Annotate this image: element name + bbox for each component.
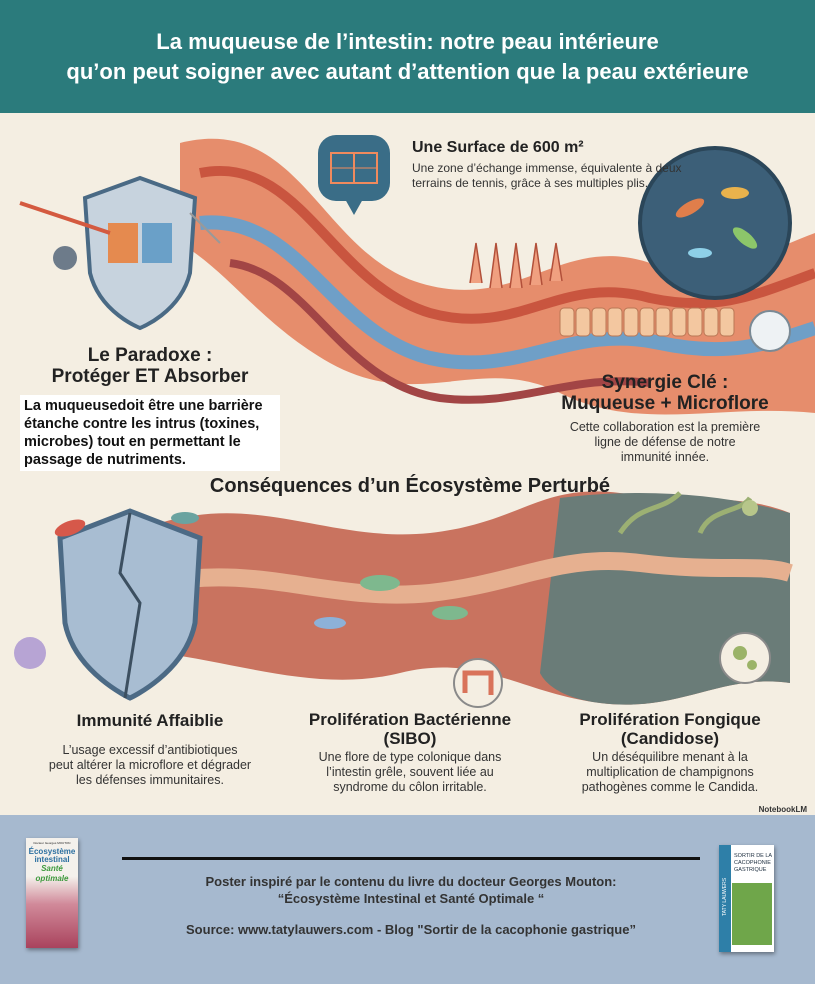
shield-puzzle-icon — [19, 175, 221, 331]
paradoxe-desc-2: étanche contre les intrus (toxines, — [24, 416, 260, 432]
notebooklm-watermark: NotebookLM — [758, 805, 807, 814]
consequence-title-2: (SIBO) — [383, 729, 437, 748]
consequence-desc-2: l’intestin grêle, souvent liée au — [326, 765, 494, 779]
paradoxe-title-1: Le Paradoxe : — [87, 345, 213, 366]
paradoxe-block: Le Paradoxe : Protéger ET Absorber La mu… — [20, 345, 280, 471]
consequence-desc-2: multiplication de champignons — [586, 765, 754, 779]
book-title-2: CACOPHONIE — [734, 860, 771, 866]
paradoxe-desc-3: microbes) tout en permettant le — [24, 434, 241, 450]
colon-icon-circle — [453, 658, 503, 708]
book-cover-mouton[interactable]: Docteur Georges MOUTON Écosystème intest… — [26, 838, 78, 948]
intestine-wave-top — [180, 138, 815, 415]
consequence-desc-3: syndrome du côlon irritable. — [333, 780, 487, 794]
speech-bubble — [318, 135, 390, 215]
synergie-desc-3: immunité innée. — [620, 450, 710, 464]
paradoxe-desc: La muqueusedoit être une barrière étanch… — [20, 395, 280, 471]
synergie-title-2: Muqueuse + Microflore — [561, 393, 769, 414]
consequence-immunite: Immunité Affaiblie L’usage excessif d’an… — [40, 710, 260, 788]
header-banner: La muqueuse de l’intestin: notre peau in… — [0, 0, 815, 113]
paradoxe-title-2: Protéger ET Absorber — [51, 366, 249, 387]
book-title-1: SORTIR DE LA — [734, 853, 773, 859]
surface-title: Une Surface de 600 m² — [412, 139, 584, 156]
microflore-circle — [638, 146, 792, 352]
consequence-desc-3: pathogènes comme le Candida. — [581, 780, 759, 794]
footer-credit: Poster inspiré par le contenu du livre d… — [122, 873, 700, 938]
consequence-title-2: (Candidose) — [620, 729, 720, 748]
book-title-1: Écosystème — [28, 847, 76, 856]
book-author: Docteur Georges MOUTON — [33, 841, 71, 845]
consequence-sibo: Prolifération Bactérienne (SIBO) Une flo… — [290, 710, 530, 795]
synergie-title-1: Synergie Clé : — [601, 372, 729, 393]
broken-shield-icon — [14, 508, 203, 701]
synergie-desc-2: ligne de défense de notre — [594, 435, 736, 449]
consequence-title: Immunité Affaiblie — [76, 711, 224, 730]
divider — [122, 857, 700, 860]
consequence-desc-1: L’usage excessif d’antibiotiques — [62, 743, 238, 757]
book-title-3: GASTRIQUE — [734, 867, 767, 873]
book-title: SORTIR DE LA CACOPHONIE GASTRIQUE — [734, 853, 772, 874]
consequence-desc-2: peut altérer la microflore et dégrader — [48, 758, 252, 772]
consequence-candidose: Prolifération Fongique (Candidose) Un dé… — [555, 710, 785, 795]
consequence-desc-1: Un déséquilibre menant à la — [592, 750, 748, 764]
book-title-2: intestinal — [34, 855, 70, 864]
surface-block: Une Surface de 600 m² Une zone d’échange… — [412, 138, 742, 191]
fungus-icon-circle — [719, 632, 771, 684]
book-title-3: Santé optimale — [35, 864, 69, 883]
villi — [469, 242, 563, 289]
footer: Docteur Georges MOUTON Écosystème intest… — [0, 815, 815, 984]
synergie-desc: Cette collaboration est la première lign… — [545, 420, 785, 465]
consequence-title-1: Prolifération Bactérienne — [308, 710, 512, 729]
book-cover-art — [732, 883, 772, 945]
consequence-desc-1: Une flore de type colonique dans — [318, 750, 502, 764]
title-line-1: La muqueuse de l’intestin: notre peau in… — [156, 29, 659, 54]
title-line-2: qu’on peut soigner avec autant d’attenti… — [66, 59, 749, 84]
synergie-block: Synergie Clé : Muqueuse + Microflore Cet… — [545, 372, 785, 465]
book-cover-lauwers[interactable]: TATY LAUWERS SORTIR DE LA CACOPHONIE GAS… — [719, 845, 774, 952]
consequences-title: Conséquences d’un Écosystème Perturbé — [209, 475, 611, 497]
mucosa-illustration — [14, 135, 815, 708]
footer-line-1: Poster inspiré par le contenu du livre d… — [205, 874, 617, 889]
footer-line-2: “Écosystème Intestinal et Santé Optimale… — [277, 891, 545, 906]
consequence-desc-3: les défenses immunitaires. — [76, 773, 224, 787]
paradoxe-desc-1: La muqueusedoit être une barrière — [24, 398, 263, 414]
footer-source[interactable]: Source: www.tatylauwers.com - Blog "Sort… — [186, 922, 636, 937]
consequence-title-1: Prolifération Fongique — [579, 710, 761, 729]
book-author: TATY LAUWERS — [722, 877, 728, 916]
surface-desc-1: Une zone d’échange immense, équivalente … — [412, 161, 682, 175]
surface-desc-2: terrains de tennis, grâce à ses multiple… — [412, 176, 649, 190]
villi-cells-row — [559, 307, 735, 337]
synergie-desc-1: Cette collaboration est la première — [569, 420, 761, 434]
paradoxe-desc-4: passage de nutriments. — [24, 452, 186, 468]
infographic: Une Surface de 600 m² Une zone d’échange… — [0, 113, 815, 815]
